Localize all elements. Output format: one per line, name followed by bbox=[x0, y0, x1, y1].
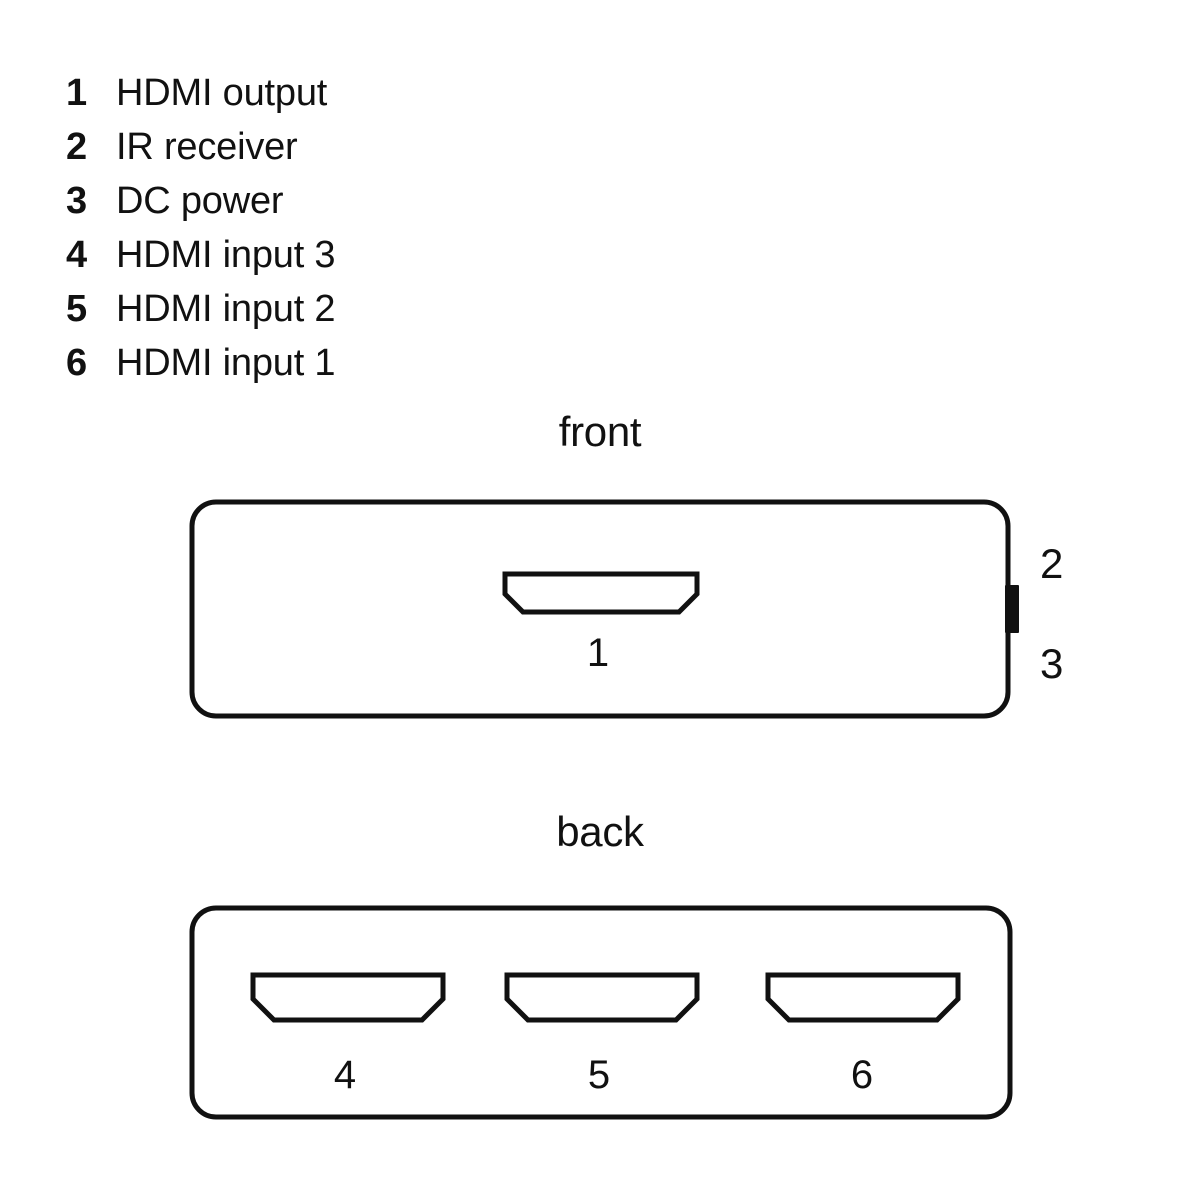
legend-label: HDMI input 3 bbox=[116, 234, 336, 276]
back-port-number-4: 4 bbox=[334, 1053, 356, 1097]
legend-label: HDMI input 1 bbox=[116, 342, 336, 384]
hdmi-input-port-3 bbox=[250, 972, 446, 1023]
side-number-2: 2 bbox=[1040, 540, 1063, 587]
back-port-number-6: 6 bbox=[851, 1053, 873, 1097]
back-device-body bbox=[189, 905, 1013, 1120]
back-port-number-5: 5 bbox=[588, 1053, 610, 1097]
hdmi-input-port-2 bbox=[504, 972, 700, 1023]
legend-number: 5 bbox=[66, 288, 87, 330]
legend-label: HDMI input 2 bbox=[116, 288, 336, 330]
legend-list: 1 HDMI output 2 IR receiver 3 DC power 4… bbox=[66, 66, 586, 390]
legend-label: IR receiver bbox=[116, 126, 298, 168]
legend-number: 3 bbox=[66, 180, 87, 222]
hdmi-output-port bbox=[502, 571, 700, 615]
legend-label: HDMI output bbox=[116, 72, 328, 114]
back-panel-caption: back bbox=[556, 808, 644, 855]
hdmi-input-port-1 bbox=[765, 972, 961, 1023]
front-port-number-1: 1 bbox=[587, 631, 609, 675]
legend-item: 2 IR receiver bbox=[66, 120, 586, 174]
legend-item: 3 DC power bbox=[66, 174, 586, 228]
back-panel-diagram: 4 5 6 bbox=[189, 905, 1013, 1120]
front-panel-diagram: 1 2 3 bbox=[189, 499, 1063, 719]
legend-label: DC power bbox=[116, 180, 284, 222]
legend-item: 5 HDMI input 2 bbox=[66, 282, 586, 336]
legend-item: 1 HDMI output bbox=[66, 66, 586, 120]
legend-number: 1 bbox=[66, 72, 87, 114]
front-device-body bbox=[189, 499, 1011, 719]
legend-item: 4 HDMI input 3 bbox=[66, 228, 586, 282]
legend-number: 2 bbox=[66, 126, 87, 168]
legend-number: 6 bbox=[66, 342, 87, 384]
legend-number: 4 bbox=[66, 234, 87, 276]
legend-item: 6 HDMI input 1 bbox=[66, 336, 586, 390]
side-number-3: 3 bbox=[1040, 640, 1063, 687]
front-panel-caption: front bbox=[558, 408, 642, 455]
